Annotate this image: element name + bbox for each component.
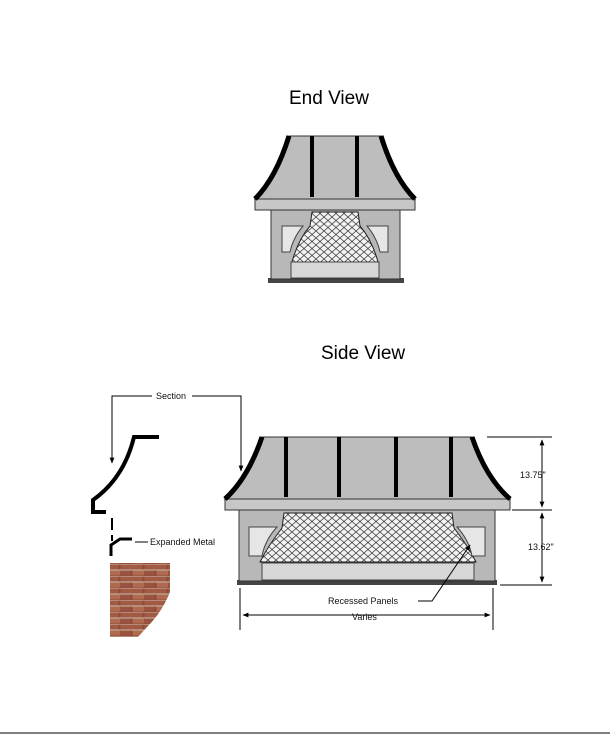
expanded-metal-callout: Expanded Metal: [135, 537, 215, 547]
side-view-band: [224, 498, 511, 511]
dimension-bottom-label: 13.62": [528, 542, 554, 552]
height-dimensions: 13.75" 13.62": [487, 436, 554, 586]
varies-label: Varies: [352, 612, 377, 622]
side-view-base: [237, 580, 497, 585]
width-dimension: Varies: [239, 588, 494, 630]
expanded-metal-label: Expanded Metal: [150, 537, 215, 547]
end-view-drawing: [253, 135, 417, 283]
recessed-panels-callout: Recessed Panels: [328, 544, 471, 606]
end-view-title: End View: [289, 88, 369, 109]
dimension-top-label: 13.75": [520, 470, 546, 480]
section-label: Section: [156, 391, 186, 401]
section-profile: [91, 435, 170, 637]
end-view-base: [268, 278, 404, 283]
recessed-panels-label: Recessed Panels: [328, 596, 399, 606]
end-view-band: [254, 198, 416, 211]
side-view-hood: [223, 436, 512, 500]
section-callout: Section: [109, 391, 244, 472]
brick-wall-section: [110, 563, 170, 637]
side-view-mesh: [259, 512, 477, 563]
side-view-title: Side View: [321, 343, 406, 364]
side-view-drawing: [223, 436, 512, 585]
